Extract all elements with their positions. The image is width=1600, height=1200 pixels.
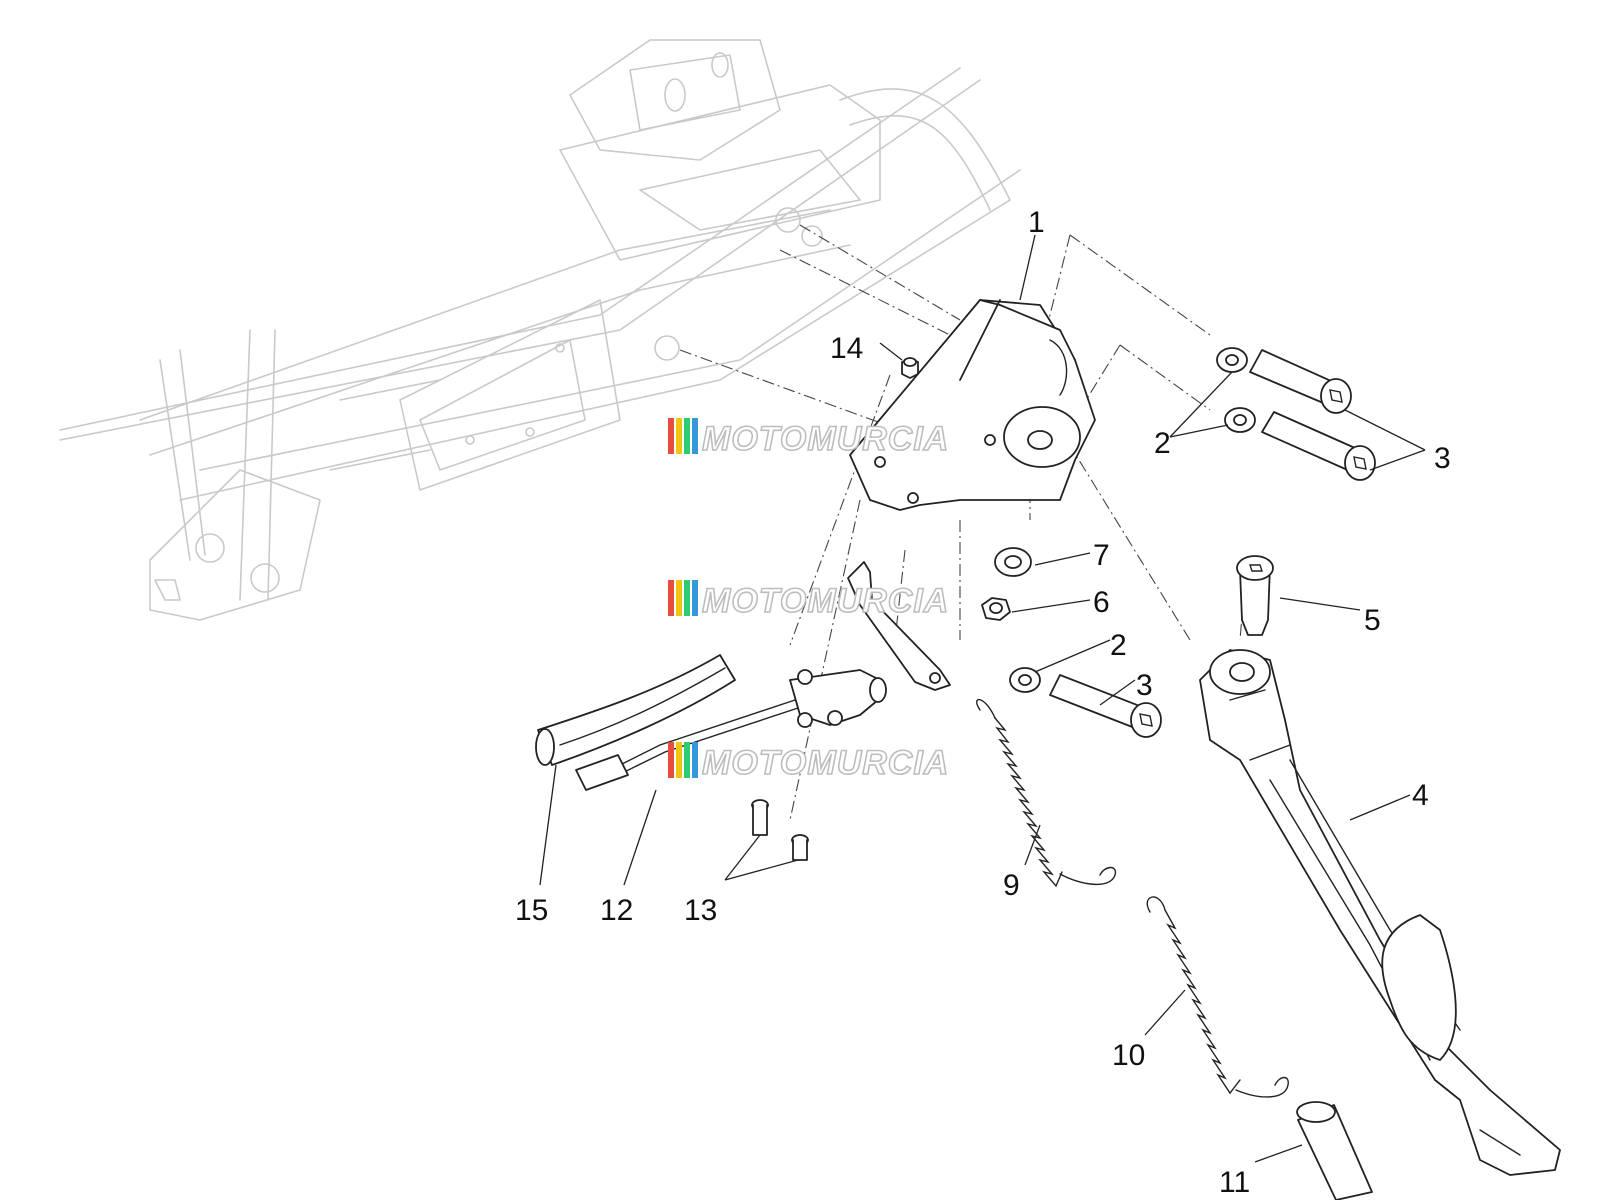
callout-11: 11 — [1219, 1166, 1250, 1199]
watermark-stripe — [676, 742, 682, 778]
watermark-stripe — [684, 418, 690, 454]
part-10-spring — [1146, 896, 1289, 1098]
callout-1: 1 — [1028, 206, 1045, 239]
watermark-stripe — [676, 418, 682, 454]
callout-4: 4 — [1412, 779, 1429, 812]
callout-7: 7 — [1093, 539, 1110, 572]
callout-10: 10 — [1112, 1039, 1145, 1072]
callout-13: 13 — [684, 894, 717, 927]
callout-9: 9 — [1003, 869, 1020, 902]
watermark-stripe — [684, 742, 690, 778]
motorcycle-frame — [59, 39, 1021, 621]
part-2-washers — [1009, 347, 1256, 693]
part-7-washer — [994, 547, 1032, 577]
watermark-text: MOTOMURCIA — [702, 582, 949, 620]
part-9-spring — [976, 699, 1117, 888]
callout-12: 12 — [600, 894, 633, 927]
watermark-3: MOTOMURCIA — [668, 742, 949, 783]
part-14-nut — [901, 357, 919, 379]
callout-2-lower: 2 — [1110, 629, 1127, 662]
assembly-lines — [679, 224, 1246, 821]
watermark-2: MOTOMURCIA — [668, 580, 949, 621]
switch-bracket — [847, 561, 951, 691]
watermark-stripe — [684, 580, 690, 616]
part-13-screws — [751, 799, 809, 861]
watermark-stripe — [676, 580, 682, 616]
part-6-nut — [981, 597, 1011, 621]
callout-3-upper: 3 — [1434, 442, 1451, 475]
callout-numbers: 1 2 2 3 3 4 5 6 7 9 10 11 12 13 14 15 — [515, 206, 1451, 1199]
leader-lines — [539, 234, 1426, 1163]
watermark-stripe — [692, 742, 698, 778]
part-1-stand-bracket — [849, 299, 1096, 511]
callout-14: 14 — [830, 332, 863, 365]
callout-2-upper: 2 — [1154, 427, 1171, 460]
part-3-bolts — [1049, 349, 1376, 738]
part-5-pivot-bolt — [1236, 555, 1274, 636]
watermark-stripe — [692, 580, 698, 616]
watermark-1: MOTOMURCIA — [668, 418, 949, 459]
callout-3-lower: 3 — [1136, 669, 1153, 702]
part-12-stand-switch — [575, 669, 887, 791]
callout-6: 6 — [1093, 586, 1110, 619]
callout-5: 5 — [1364, 604, 1381, 637]
part-11-sleeve — [1296, 1101, 1373, 1200]
part-4-side-stand — [1199, 649, 1561, 1176]
watermark-stripe — [668, 742, 674, 778]
watermark-text: MOTOMURCIA — [702, 420, 949, 458]
callout-15: 15 — [515, 894, 548, 927]
part-15-cable-sleeve — [535, 654, 736, 766]
watermark-stripe — [668, 418, 674, 454]
watermark-stripe — [668, 580, 674, 616]
watermark-stripe — [692, 418, 698, 454]
watermark-text: MOTOMURCIA — [702, 744, 949, 782]
